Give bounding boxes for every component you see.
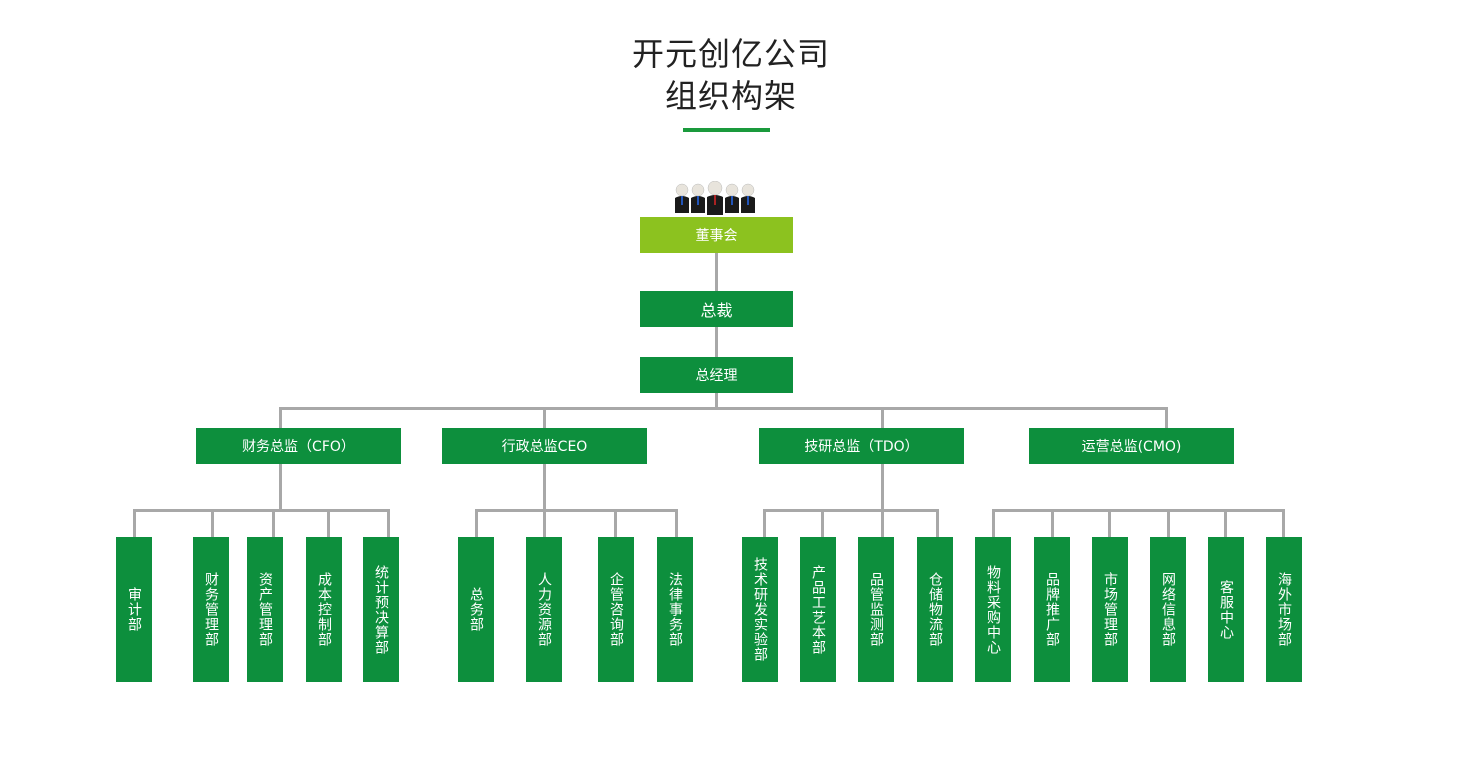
connector-ceo-bar xyxy=(475,509,678,512)
department-label: 品管监测部 xyxy=(868,572,884,647)
department-box[interactable]: 市场管理部 xyxy=(1092,537,1128,682)
connector-dept-drop xyxy=(1051,509,1054,537)
connector-cmo-bar xyxy=(992,509,1284,512)
director-label: 行政总监CEO xyxy=(501,439,588,455)
connector-director-drop xyxy=(543,407,546,428)
department-label: 人力资源部 xyxy=(536,572,552,647)
department-box[interactable]: 海外市场部 xyxy=(1266,537,1302,682)
connector-dept-drop xyxy=(763,509,766,537)
department-box[interactable]: 品管监测部 xyxy=(858,537,894,682)
connector-dept-drop xyxy=(133,509,136,537)
connector-dept-drop xyxy=(992,509,995,537)
department-label: 总务部 xyxy=(468,587,484,632)
department-label: 成本控制部 xyxy=(316,572,332,647)
department-box[interactable]: 资产管理部 xyxy=(247,537,283,682)
board-box[interactable]: 董事会 xyxy=(640,217,793,253)
title-underline xyxy=(683,128,770,132)
connector-director-bar xyxy=(279,407,1168,410)
connector-cfo-bar xyxy=(133,509,390,512)
president-box[interactable]: 总裁 xyxy=(640,291,793,327)
department-label: 客服中心 xyxy=(1218,579,1234,640)
person-icon xyxy=(675,183,689,213)
connector-dept-drop xyxy=(821,509,824,537)
department-box[interactable]: 产品工艺本部 xyxy=(800,537,836,682)
person-icon xyxy=(741,183,755,213)
connector-dept-drop xyxy=(475,509,478,537)
connector-tdo-down xyxy=(881,464,884,511)
page-title-org-chart: 组织构架 xyxy=(664,77,797,115)
connector-dept-drop xyxy=(1167,509,1170,537)
department-label: 市场管理部 xyxy=(1102,572,1118,647)
director-box-ceo[interactable]: 行政总监CEO xyxy=(442,428,647,464)
connector-dept-drop xyxy=(387,509,390,537)
connector-dept-drop xyxy=(936,509,939,537)
department-box[interactable]: 审计部 xyxy=(116,537,152,682)
department-label: 法律事务部 xyxy=(667,572,683,647)
department-label: 物料采购中心 xyxy=(985,564,1001,655)
department-label: 仓储物流部 xyxy=(927,572,943,647)
department-label: 企管咨询部 xyxy=(608,572,624,647)
department-box[interactable]: 仓储物流部 xyxy=(917,537,953,682)
person-icon xyxy=(725,183,739,213)
connector-ceo-down xyxy=(543,464,546,511)
department-box[interactable]: 统计预决算部 xyxy=(363,537,399,682)
department-label: 海外市场部 xyxy=(1276,572,1292,647)
connector-dept-drop xyxy=(881,509,884,537)
connector-gm-down xyxy=(715,393,718,410)
general-manager-box[interactable]: 总经理 xyxy=(640,357,793,393)
director-label: 财务总监（CFO） xyxy=(242,439,355,455)
director-label: 运营总监(CMO) xyxy=(1081,439,1182,455)
connector-dept-drop xyxy=(614,509,617,537)
connector-dept-drop xyxy=(675,509,678,537)
connector-director-drop xyxy=(1165,407,1168,428)
connector-president-gm xyxy=(715,327,718,357)
department-box[interactable]: 法律事务部 xyxy=(657,537,693,682)
department-label: 产品工艺本部 xyxy=(810,564,826,655)
department-box[interactable]: 物料采购中心 xyxy=(975,537,1011,682)
connector-tdo-bar xyxy=(763,509,939,512)
connector-dept-drop xyxy=(1108,509,1111,537)
department-box[interactable]: 网络信息部 xyxy=(1150,537,1186,682)
director-label: 技研总监（TDO） xyxy=(804,439,919,455)
department-box[interactable]: 成本控制部 xyxy=(306,537,342,682)
connector-dept-drop xyxy=(543,509,546,537)
director-box-cmo[interactable]: 运营总监(CMO) xyxy=(1029,428,1234,464)
connector-dept-drop xyxy=(1224,509,1227,537)
department-box[interactable]: 财务管理部 xyxy=(193,537,229,682)
department-label: 品牌推广部 xyxy=(1044,572,1060,647)
people-group-icon xyxy=(675,181,755,215)
department-label: 资产管理部 xyxy=(257,572,273,647)
department-box[interactable]: 企管咨询部 xyxy=(598,537,634,682)
connector-director-drop xyxy=(279,407,282,428)
person-icon xyxy=(707,181,723,215)
connector-dept-drop xyxy=(272,509,275,537)
connector-dept-drop xyxy=(211,509,214,537)
connector-dept-drop xyxy=(1282,509,1285,537)
department-label: 统计预决算部 xyxy=(373,564,389,655)
department-box[interactable]: 技术研发实验部 xyxy=(742,537,778,682)
department-box[interactable]: 人力资源部 xyxy=(526,537,562,682)
connector-board-president xyxy=(715,253,718,291)
general-manager-label: 总经理 xyxy=(695,368,738,384)
department-box[interactable]: 客服中心 xyxy=(1208,537,1244,682)
person-icon xyxy=(691,183,705,213)
department-box[interactable]: 总务部 xyxy=(458,537,494,682)
board-label: 董事会 xyxy=(695,228,738,244)
connector-dept-drop xyxy=(327,509,330,537)
department-label: 财务管理部 xyxy=(203,572,219,647)
department-label: 技术研发实验部 xyxy=(752,557,768,662)
director-box-cfo[interactable]: 财务总监（CFO） xyxy=(196,428,401,464)
department-box[interactable]: 品牌推广部 xyxy=(1034,537,1070,682)
director-box-tdo[interactable]: 技研总监（TDO） xyxy=(759,428,964,464)
department-label: 审计部 xyxy=(126,587,142,632)
connector-cfo-down xyxy=(279,464,282,511)
page-title-company: 开元创亿公司 xyxy=(631,35,830,73)
president-label: 总裁 xyxy=(700,301,733,320)
connector-director-drop xyxy=(881,407,884,428)
department-label: 网络信息部 xyxy=(1160,572,1176,647)
